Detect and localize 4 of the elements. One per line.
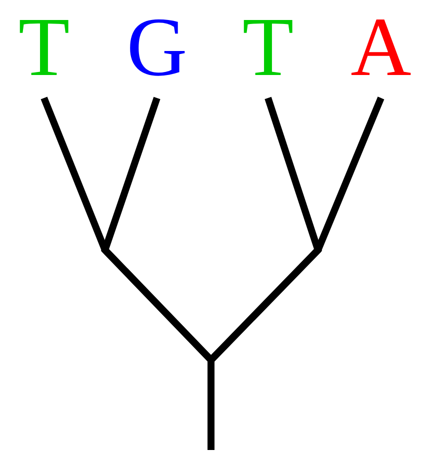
nucleotide-letter: A xyxy=(346,8,416,88)
nucleotide-letter: G xyxy=(122,8,192,88)
nucleotide-letter: T xyxy=(233,8,303,88)
nucleotide-letter: T xyxy=(9,8,79,88)
